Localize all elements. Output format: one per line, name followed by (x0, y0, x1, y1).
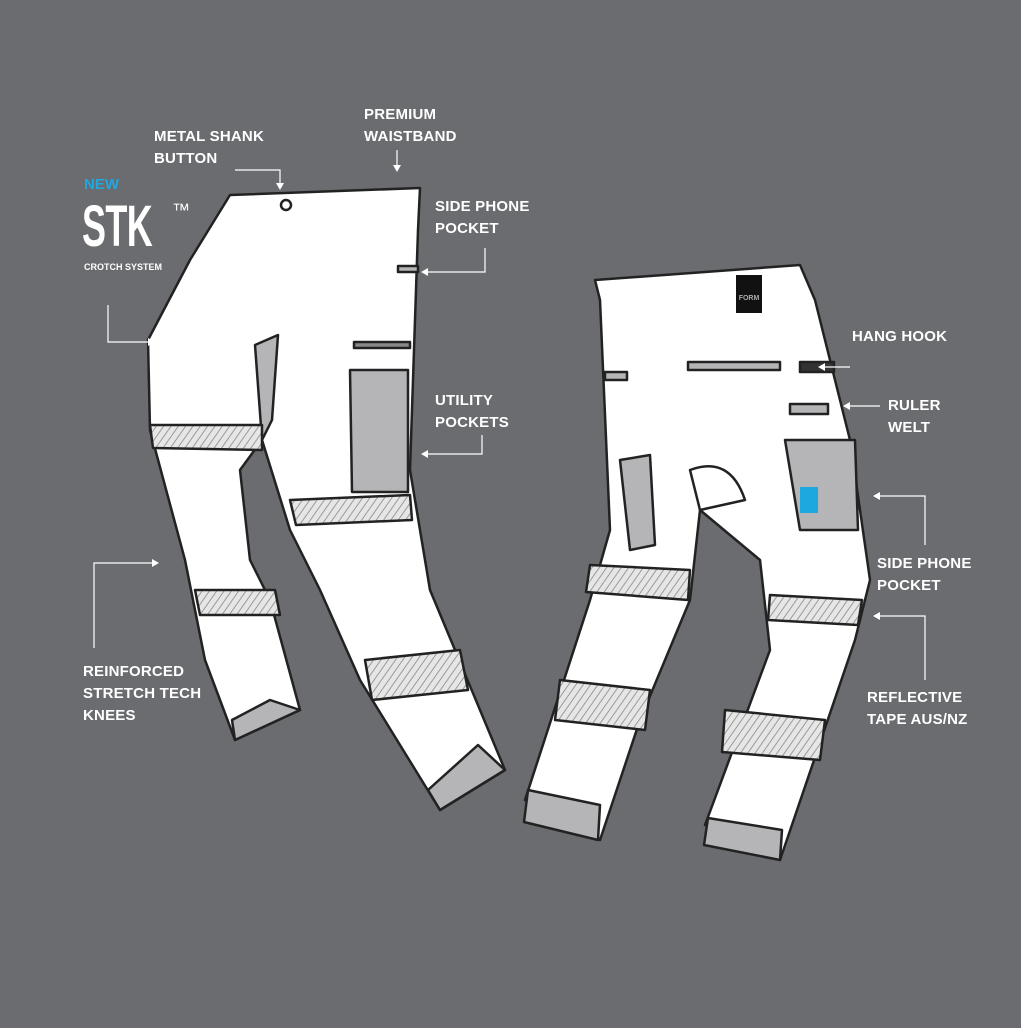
stk-subtitle: CROTCH SYSTEM (84, 262, 163, 272)
label-line: SIDE PHONE (435, 198, 530, 215)
label-line: PREMIUM (364, 106, 437, 123)
stk-new-badge: NEW (84, 176, 119, 193)
label-line: KNEES (83, 707, 136, 724)
label-line: SIDE PHONE (877, 555, 972, 572)
form-logo-patch (736, 275, 762, 313)
label-line: METAL SHANK (154, 128, 264, 145)
label-line: POCKET (877, 577, 941, 594)
label-line: RULER (888, 397, 941, 414)
callout-arrows (93, 150, 926, 680)
front-pants (146, 186, 507, 812)
label-line: TAPE AUS/NZ (867, 711, 968, 728)
stk-trademark: ™ (172, 200, 190, 220)
label-line: BUTTON (154, 150, 218, 167)
label-line: WELT (888, 419, 931, 436)
label-utility-pockets: UTILITY POCKETS (435, 390, 509, 434)
label-reflective-tape: REFLECTIVE TAPE AUS/NZ (867, 687, 968, 731)
label-hang-hook: HANG HOOK (852, 326, 947, 348)
stk-title: STK (82, 194, 153, 259)
label-line: REFLECTIVE (867, 689, 963, 706)
label-metal-shank-button: METAL SHANK BUTTON (154, 126, 264, 170)
label-line: WAISTBAND (364, 128, 457, 145)
back-pants: FORM (522, 263, 872, 862)
label-side-phone-pocket-front: SIDE PHONE POCKET (435, 196, 530, 240)
label-line: REINFORCED (83, 663, 185, 680)
label-line: UTILITY (435, 392, 494, 409)
label-premium-waistband: PREMIUM WAISTBAND (364, 104, 457, 148)
label-ruler-welt: RULER WELT (888, 395, 941, 439)
label-reinforced-knees: REINFORCED STRETCH TECH KNEES (83, 661, 201, 727)
label-line: HANG HOOK (852, 328, 948, 345)
arrow-heads (148, 165, 880, 620)
form-logo-tag (800, 487, 818, 513)
label-line: POCKET (435, 220, 499, 237)
label-line: POCKETS (435, 414, 509, 431)
label-line: STRETCH TECH (83, 685, 202, 702)
form-logo-text: FORM (739, 295, 760, 302)
label-side-phone-pocket-back: SIDE PHONE POCKET (877, 553, 972, 597)
